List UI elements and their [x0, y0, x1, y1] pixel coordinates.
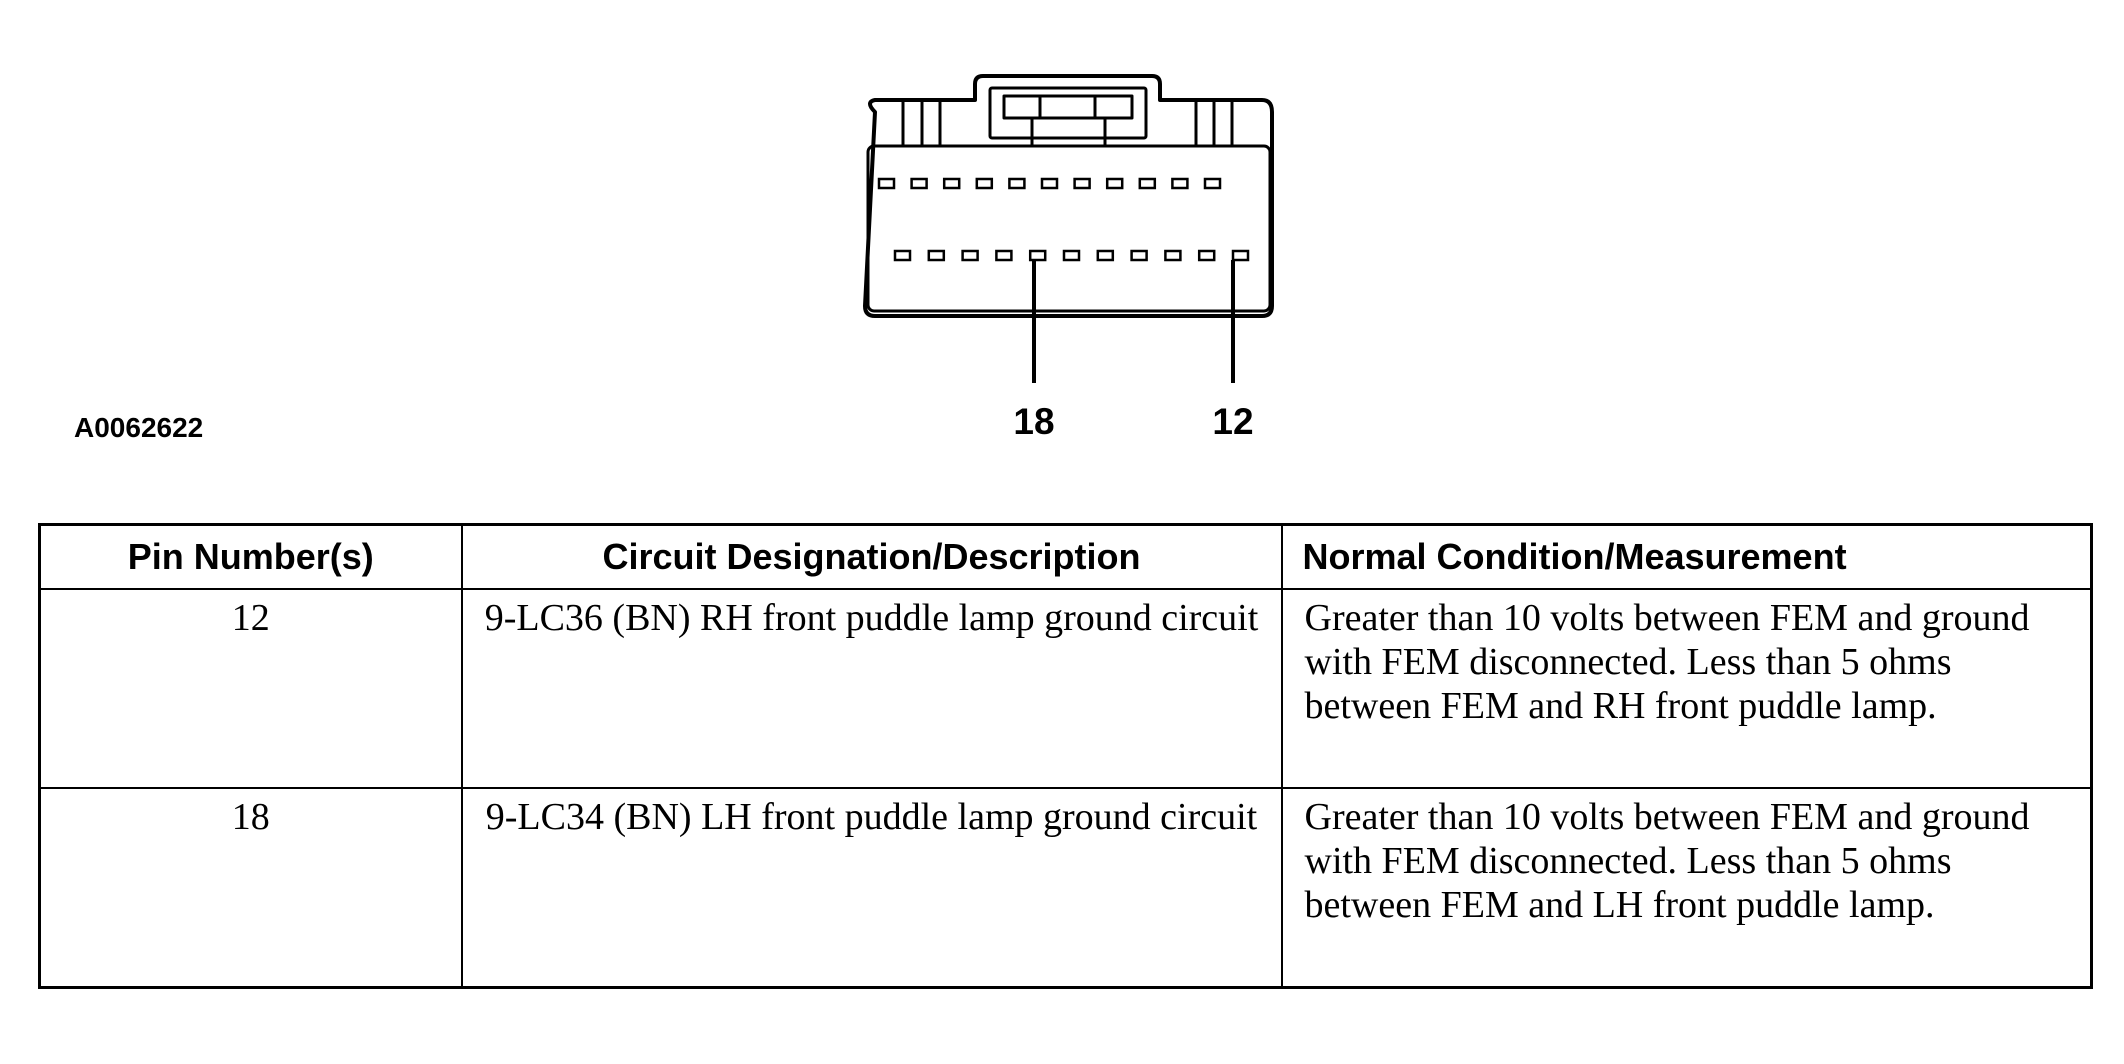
pin-table: Pin Number(s) Circuit Designation/Descri… [38, 523, 2093, 989]
connector-housing [863, 74, 1274, 318]
top-pin-cavity [975, 177, 994, 190]
top-pin-cavity [1073, 177, 1091, 190]
callout-label-18: 18 [1013, 401, 1054, 442]
bottom-pin-cavity [995, 249, 1013, 262]
top-pin-cavity [1171, 177, 1189, 190]
cell-pin: 12 [38, 588, 463, 789]
top-pin-cavity [910, 177, 928, 190]
top-pin-row [877, 177, 1222, 190]
bottom-pin-cavity [961, 249, 979, 262]
cell-circuit: 9-LC36 (BN) RH front puddle lamp ground … [460, 588, 1283, 789]
top-pin-cavity [942, 177, 961, 190]
bottom-pin-cavity [927, 249, 946, 262]
bottom-pin-cavity [1028, 249, 1047, 262]
bottom-pin-cavity [893, 249, 912, 262]
cell-circuit: 9-LC34 (BN) LH front puddle lamp ground … [460, 786, 1283, 989]
locking-tab-window [1002, 94, 1134, 120]
top-pin-cavity [1008, 177, 1026, 190]
cell-pin: 18 [38, 786, 463, 989]
figure-id: A0062622 [74, 412, 204, 443]
bottom-pin-cavity [1197, 249, 1216, 262]
header-measurement: Normal Condition/Measurement [1280, 523, 2093, 590]
bottom-pin-cavity [1231, 249, 1250, 262]
table-row: 18 9-LC34 (BN) LH front puddle lamp grou… [38, 786, 2093, 989]
bottom-pin-cavity [1164, 249, 1182, 262]
connector-face [866, 144, 1272, 313]
top-pin-cavity [1105, 177, 1124, 190]
callout-label-12: 12 [1212, 401, 1253, 442]
locking-tab [988, 86, 1148, 140]
top-pin-cavity [1040, 177, 1059, 190]
table-row: 12 9-LC36 (BN) RH front puddle lamp grou… [38, 588, 2093, 789]
connector-face-diagram: 18 12 [863, 74, 1274, 442]
cell-measurement: Greater than 10 volts between FEM and gr… [1280, 588, 2093, 789]
cell-measurement: Greater than 10 volts between FEM and gr… [1280, 786, 2093, 989]
top-pin-cavity [877, 177, 896, 190]
top-pin-cavity [1138, 177, 1157, 190]
bottom-pin-cavity [1096, 249, 1115, 262]
header-circuit: Circuit Designation/Description [460, 523, 1283, 590]
header-pin-number: Pin Number(s) [38, 523, 463, 590]
bottom-pin-cavity [1062, 249, 1081, 262]
bottom-pin-cavity [1130, 249, 1148, 262]
top-pin-cavity [1203, 177, 1222, 190]
bottom-pin-row [893, 249, 1250, 262]
table-header-row: Pin Number(s) Circuit Designation/Descri… [38, 523, 2093, 590]
